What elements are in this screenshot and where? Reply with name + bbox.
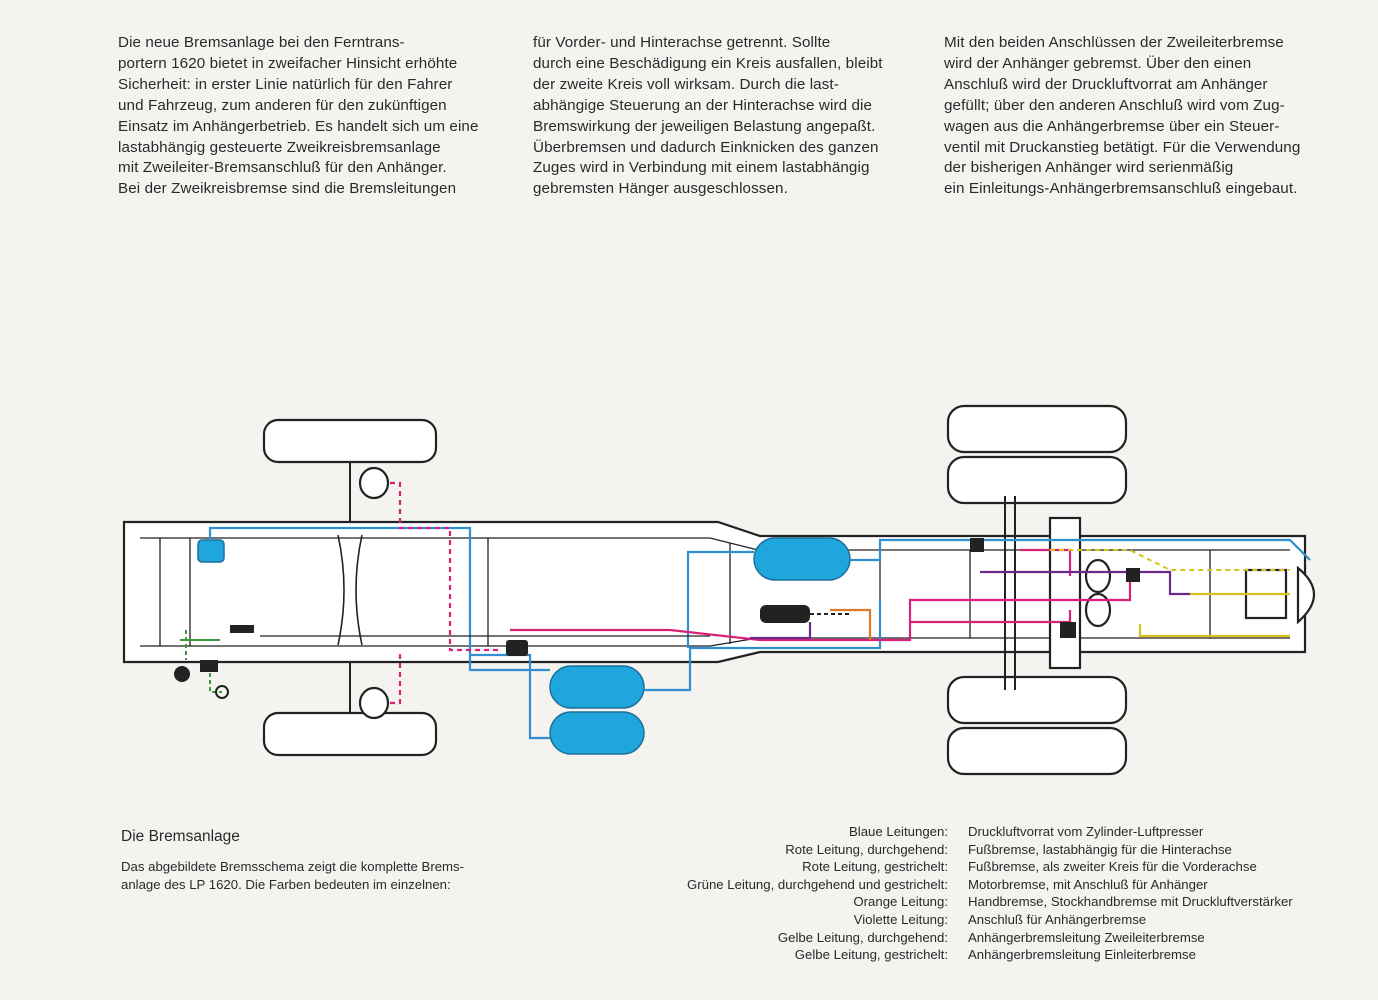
intro-line: und Fahrzeug, zum anderen für den zukünf… [118, 96, 447, 114]
intro-line: Bei der Zweikreisbremse sind die Bremsle… [118, 180, 457, 198]
legend-label: Gelbe Leitung, gestrichelt: [794, 947, 948, 963]
rear-right-outer-tire [946, 726, 1128, 776]
legend-value: Druckluftvorrat vom Zylinder-Luftpresser [968, 824, 1204, 839]
legend-label: Violette Leitung: [853, 911, 948, 927]
intro-line: lastabhängig gesteuerte Zweikreisbremsan… [118, 138, 441, 156]
intro-line: der bisherigen Anhänger wird serienmäßig [944, 159, 1234, 177]
intro-line: Die neue Bremsanlage bei den Ferntrans- [118, 34, 405, 51]
legend-value: Motorbremse, mit Anschluß für Anhänger [968, 876, 1208, 892]
air-tanks [197, 537, 851, 755]
legend-value: Anhängerbremsleitung Zweileiterbremse [968, 929, 1205, 945]
relay-valve [1060, 622, 1076, 638]
intro-column-3: Mit den beiden Anschlüssen der Zweileite… [944, 33, 1344, 200]
intro-line: Zuges wird in Verbindung mit einem lasta… [533, 159, 870, 177]
intro-line: Anschluß wird der Druckluftvorrat am Anh… [944, 75, 1268, 93]
legend-label: Grüne Leitung, durchgehend und gestriche… [686, 876, 948, 892]
intro-line: Überbremsen und dadurch Einknicken des g… [533, 138, 879, 156]
caption-line: anlage des LP 1620. Die Farben bedeuten … [121, 877, 451, 892]
intro-line: Bremswirkung der jeweiligen Belastung an… [533, 117, 876, 135]
intro-line: durch eine Beschädigung ein Kreis ausfal… [533, 54, 883, 72]
hand-brake-booster [760, 605, 810, 623]
rear-left-outer-tire [946, 404, 1128, 454]
intro-line: Mit den beiden Anschlüssen der Zweileite… [944, 34, 1284, 51]
legend-values: Druckluftvorrat vom Zylinder-Luftpresser… [968, 823, 1293, 964]
air-tank-rear [753, 537, 851, 581]
intro-line: ventil mit Druckanstieg betätigt. Für di… [944, 138, 1301, 156]
caption-line: Das abgebildete Bremsschema zeigt die ko… [121, 859, 465, 874]
brake-system-diagram [122, 404, 1315, 776]
intro-line: für Vorder- und Hinterachse getrennt. So… [533, 34, 831, 51]
legend-label: Rote Leitung, durchgehend: [785, 841, 948, 857]
intro-line: gefüllt; über den anderen Anschluß wird … [944, 96, 1285, 114]
rear-right-inner-tire [946, 675, 1128, 725]
air-tank-lower-2 [549, 711, 645, 755]
legend-value: Fußbremse, als zweiter Kreis für die Vor… [968, 859, 1257, 875]
rear-left-inner-tire [946, 455, 1128, 505]
compressor [197, 539, 225, 563]
intro-line: ein Einleitungs-Anhängerbremsanschluß ei… [944, 180, 1298, 198]
legend-value: Fußbremse, lastabhängig für die Hinterac… [968, 841, 1232, 857]
front-left-tire [262, 418, 438, 464]
intro-line: der zweite Kreis voll wirksam. Durch die… [533, 75, 839, 93]
legend-value: Anhängerbremsleitung Einleiterbremse [968, 947, 1196, 963]
intro-line: Sicherheit: in erster Linie natürlich fü… [118, 75, 453, 93]
intro-column-2: für Vorder- und Hinterachse getrennt. So… [533, 33, 923, 200]
intro-line: portern 1620 bietet in zweifacher Hinsic… [118, 54, 458, 72]
legend-label: Blaue Leitungen: [849, 824, 948, 839]
intro-line: gebremsten Hänger ausgeschlossen. [533, 180, 788, 198]
legend-value: Handbremse, Stockhandbremse mit Druckluf… [968, 894, 1293, 910]
brake-valve [506, 640, 528, 656]
legend-value: Anschluß für Anhängerbremse [968, 911, 1147, 927]
intro-line: mit Zweileiter-Bremsanschluß für den Anh… [118, 159, 447, 177]
load-valve [970, 538, 984, 552]
legend-label: Rote Leitung, gestrichelt: [802, 859, 948, 875]
intro-line: abhängige Steuerung an der Hinterachse w… [533, 96, 873, 114]
intro-line: Einsatz im Anhängerbetrieb. Es handelt s… [118, 117, 479, 135]
front-right-tire [262, 711, 438, 757]
intro-column-1: Die neue Bremsanlage bei den Ferntrans-p… [118, 33, 518, 200]
intro-line: wird der Anhänger gebremst. Über den ein… [944, 54, 1252, 72]
trailer-control-valve [1126, 568, 1140, 582]
caption-text: Das abgebildete Bremsschema zeigt die ko… [121, 858, 464, 894]
caption-title: Die Bremsanlage [121, 828, 240, 845]
legend-label: Gelbe Leitung, durchgehend: [777, 929, 948, 945]
intro-line: wagen aus die Anhängerbremse über ein St… [944, 117, 1280, 135]
air-tank-lower-1 [549, 665, 645, 709]
legend-label: Orange Leitung: [853, 894, 948, 910]
legend-labels: Blaue Leitungen: Rote Leitung, durchgehen… [687, 823, 948, 964]
chassis-frame [122, 520, 1307, 664]
